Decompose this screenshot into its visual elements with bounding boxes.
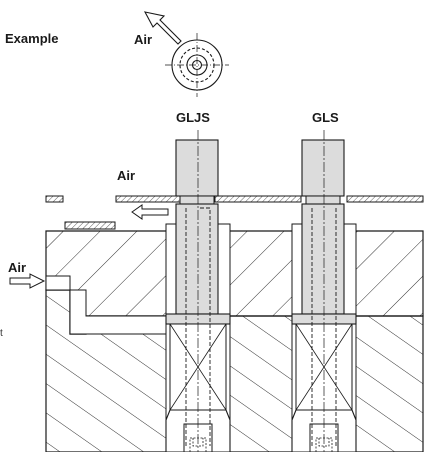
plate-fragment-left — [45, 195, 64, 203]
top-view-symbol — [165, 33, 229, 97]
gljs-part — [165, 130, 231, 452]
plate-middle-section — [214, 195, 302, 203]
gls-label: GLS — [312, 110, 339, 125]
air-label-side: Air — [8, 260, 26, 275]
gls-part — [291, 130, 357, 452]
air-arrow-diagonal — [143, 11, 182, 45]
edge-letter: t — [0, 328, 3, 339]
air-arrow-plate — [131, 204, 169, 220]
air-label-top: Air — [134, 32, 152, 47]
plate-left-section — [115, 195, 181, 203]
air-label-plate: Air — [117, 168, 135, 183]
air-arrow-side — [9, 273, 46, 289]
example-label: Example — [5, 31, 58, 46]
gljs-label: GLJS — [176, 110, 210, 125]
plate-small-piece — [64, 221, 116, 230]
plate-right-section — [346, 195, 424, 203]
